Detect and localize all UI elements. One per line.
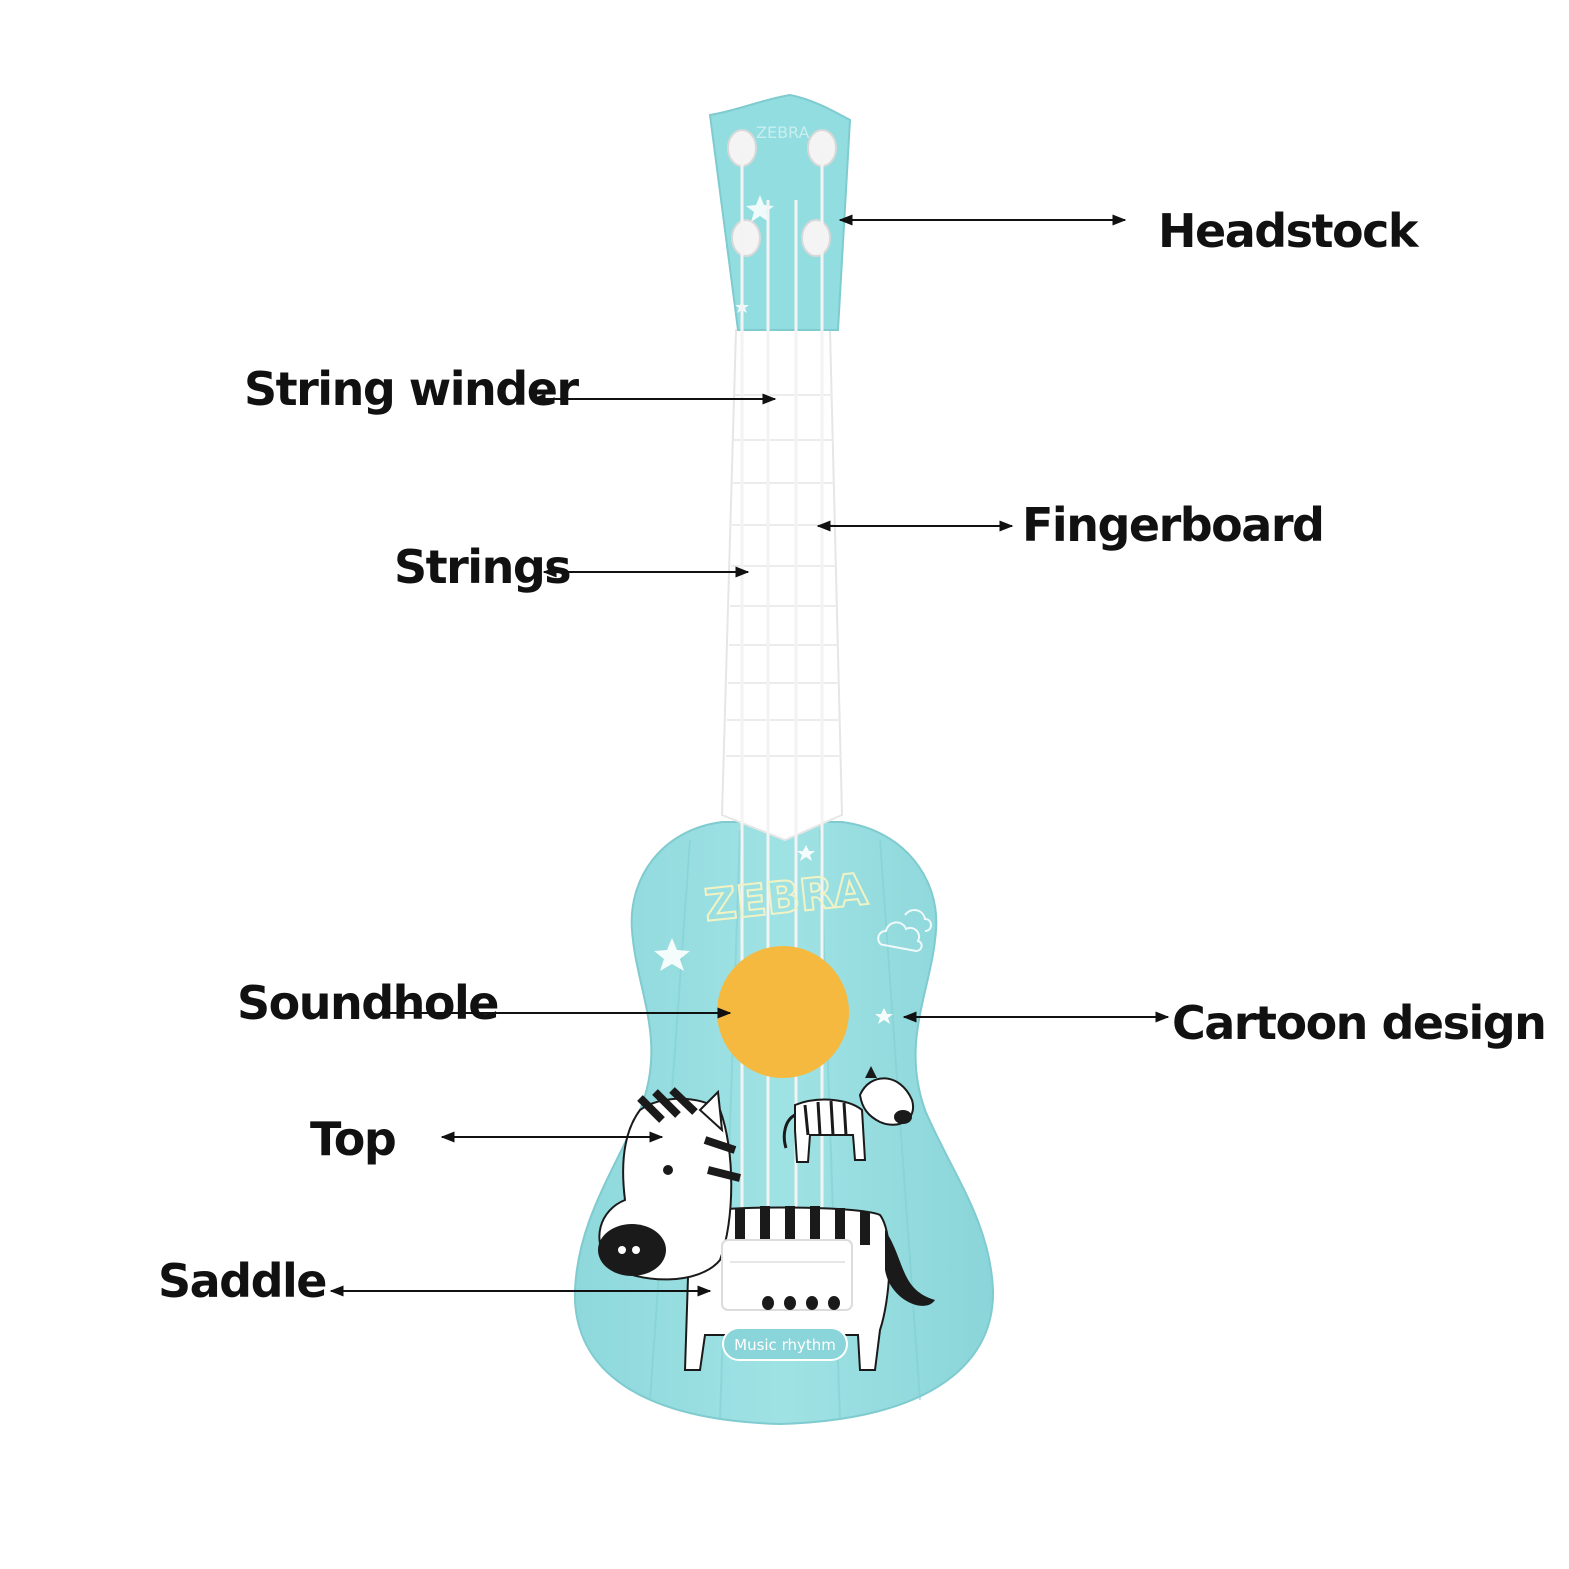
- label-soundhole: Soundhole: [237, 976, 499, 1030]
- label-strings: Strings: [394, 540, 572, 594]
- cloud-doodle: [877, 909, 932, 953]
- body-stars: [654, 845, 893, 1024]
- label-saddle: Saddle: [158, 1254, 328, 1308]
- headstock-brand: ZEBRA: [756, 123, 810, 142]
- label-top: Top: [310, 1112, 397, 1166]
- label-headstock: Headstock: [1158, 204, 1419, 258]
- music-rhythm-badge: Music rhythm: [722, 1327, 848, 1361]
- small-zebra: [782, 1066, 915, 1163]
- fingerboard: [720, 329, 844, 842]
- saddle: [721, 1239, 853, 1311]
- label-string-winder: String winder: [244, 362, 579, 416]
- badge-text: Music rhythm: [734, 1336, 836, 1354]
- label-cartoon-design: Cartoon design: [1172, 996, 1547, 1050]
- label-fingerboard: Fingerboard: [1022, 498, 1325, 552]
- soundhole: [717, 946, 849, 1078]
